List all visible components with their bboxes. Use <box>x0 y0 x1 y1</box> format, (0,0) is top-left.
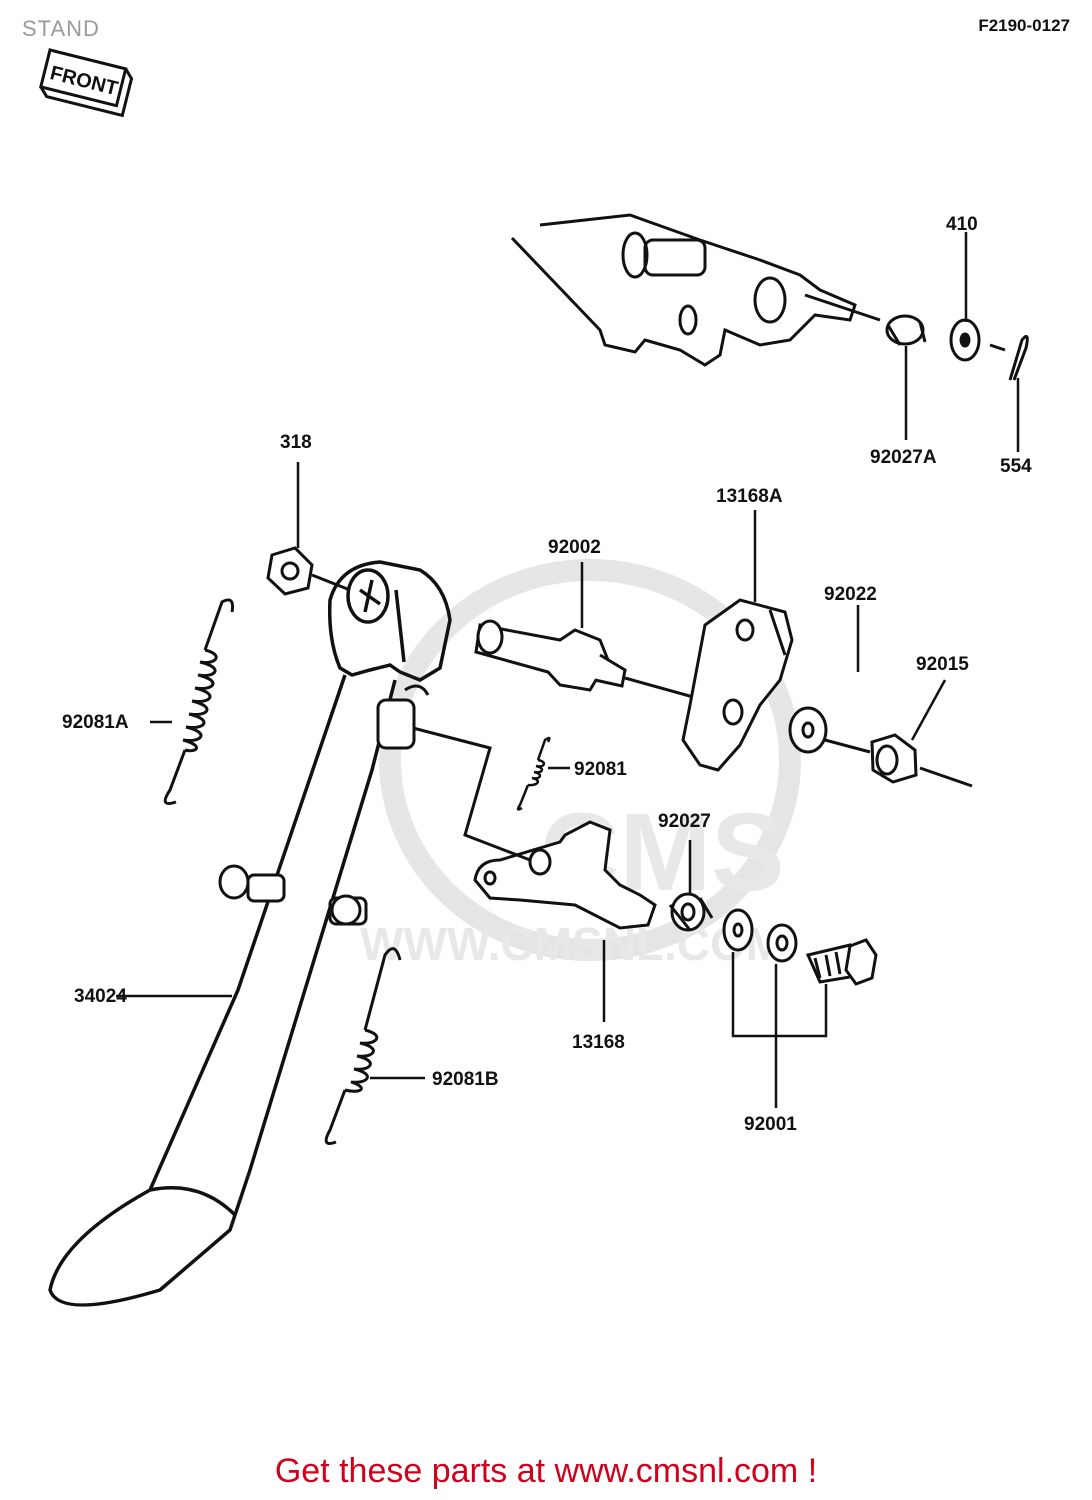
cotter-pin-554 <box>989 334 1029 381</box>
bracket-13168A <box>681 598 794 772</box>
label-92081A: 92081A <box>62 712 129 733</box>
reference-code: F2190-0127 <box>978 16 1070 35</box>
label-92001: 92001 <box>744 1114 797 1135</box>
label-92081B: 92081B <box>432 1069 499 1090</box>
front-arrow-icon: FRONT <box>38 48 134 118</box>
label-318: 318 <box>280 432 312 453</box>
leader-lines <box>116 232 1020 1108</box>
label-13168: 13168 <box>572 1032 625 1053</box>
label-92027: 92027 <box>658 811 711 832</box>
collar-92027A <box>885 314 927 346</box>
frame-bracket <box>510 213 881 367</box>
washer-410 <box>949 318 981 362</box>
label-92002: 92002 <box>548 537 601 558</box>
footer-link[interactable]: Get these parts at www.cmsnl.com ! <box>274 1452 818 1490</box>
part-labels: 410 92027A 554 318 13168A 92002 92022 92… <box>62 214 1032 1135</box>
spring-92081 <box>516 736 551 811</box>
stand-pin <box>218 864 368 926</box>
label-34024: 34024 <box>74 986 127 1007</box>
stand-collar <box>376 684 430 750</box>
side-stand-34024 <box>48 560 452 1307</box>
washer-92022 <box>788 706 871 754</box>
washer-92001 <box>722 908 798 963</box>
front-label: FRONT <box>48 62 120 100</box>
nut-318 <box>266 546 351 596</box>
label-92027A: 92027A <box>870 447 937 468</box>
lever-13168 <box>412 726 657 930</box>
spring-92081B <box>324 947 402 1145</box>
label-92081: 92081 <box>574 759 627 780</box>
watermark-url: WWW.CMSNL.COM <box>360 918 784 970</box>
nut-92015 <box>870 733 973 788</box>
bolt-92001 <box>805 938 878 986</box>
collar-92027 <box>668 892 714 932</box>
label-410: 410 <box>946 214 978 235</box>
diagram-title: STAND <box>22 16 100 41</box>
label-92015: 92015 <box>916 654 969 675</box>
spring-92081A <box>163 598 234 805</box>
label-92022: 92022 <box>824 584 877 605</box>
label-554: 554 <box>1000 456 1032 477</box>
label-13168A: 13168A <box>716 486 783 507</box>
